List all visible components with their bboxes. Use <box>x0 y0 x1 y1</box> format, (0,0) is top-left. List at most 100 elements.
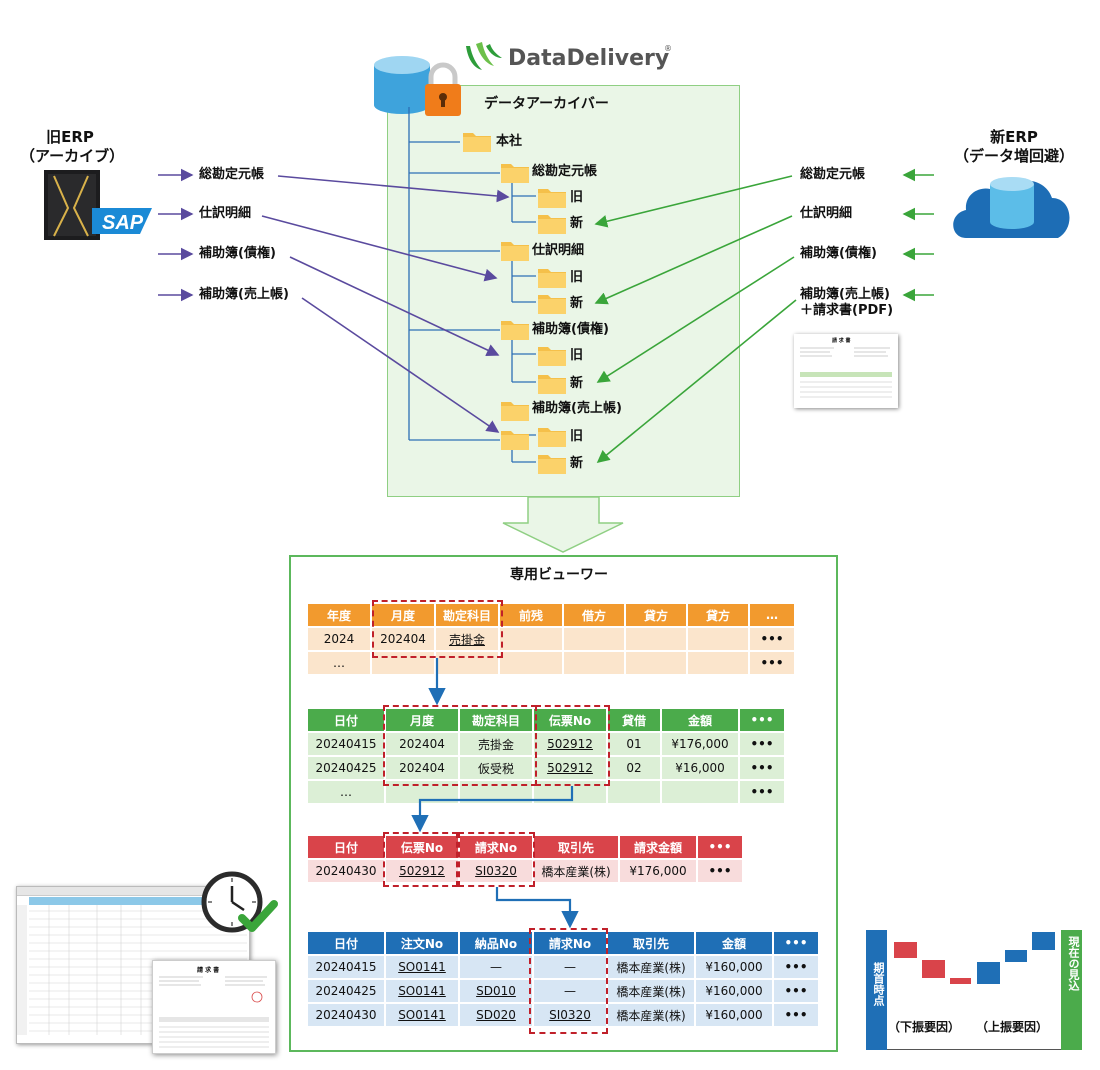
folder-icon <box>538 269 566 288</box>
table-cell <box>564 628 624 650</box>
folder-icon <box>538 455 566 474</box>
table-cell <box>688 628 748 650</box>
table-header: 金額 <box>662 709 738 731</box>
table-cell: ••• <box>740 757 784 779</box>
flow-arrows <box>158 168 934 553</box>
table-cell <box>534 781 606 803</box>
order-table: 日付 注文No 納品No 請求No 取引先 金額 ••• 20240415 SO… <box>306 930 820 1028</box>
table-cell: 02 <box>608 757 660 779</box>
table-cell-link[interactable]: 502912 <box>534 757 606 779</box>
table-cell: ••• <box>740 781 784 803</box>
invoice-lines-icon <box>800 347 892 398</box>
folder-icon <box>538 428 566 447</box>
table-cell: 202404 <box>386 733 458 755</box>
folder-icon <box>501 242 529 261</box>
table-row: … ••• <box>308 781 784 803</box>
table-header: 勘定科目 <box>460 709 532 731</box>
archiver-title: データアーカイバー <box>484 96 609 112</box>
brand-reg-mark: ® <box>664 44 672 53</box>
table-cell-link[interactable]: SI0320 <box>460 860 532 882</box>
ledger-summary-table: 年度 月度 勘定科目 前残 借方 貸方 貸方 … 2024 202404 売掛金… <box>306 602 796 676</box>
invoice-thumbnail: 請 求 書 <box>794 334 898 408</box>
down-arrow-icon <box>502 496 624 553</box>
down-factor-label: （下振要因） <box>888 1020 961 1034</box>
table-cell-link[interactable]: SI0320 <box>534 1004 606 1026</box>
folder-icon <box>501 321 529 340</box>
table-cell: ••• <box>774 980 818 1002</box>
table-header: 月度 <box>386 709 458 731</box>
table-header: 年度 <box>308 604 370 626</box>
table-header: 借方 <box>564 604 624 626</box>
old-item-sales: 補助簿(売上帳) <box>199 287 289 302</box>
table-cell-link[interactable]: SD010 <box>460 980 532 1002</box>
table-header: ••• <box>774 932 818 954</box>
folder-icon <box>463 133 491 152</box>
datadelivery-logo: DataDelivery ® <box>458 40 678 76</box>
table-header: ••• <box>698 836 742 858</box>
table-cell: 橋本産業(株) <box>608 956 694 978</box>
table-header: 納品No <box>460 932 532 954</box>
folder-label-ledger: 総勘定元帳 <box>532 164 598 179</box>
table-cell: 20240430 <box>308 860 384 882</box>
highlight-box <box>372 600 503 658</box>
table-cell-link[interactable]: SO0141 <box>386 1004 458 1026</box>
folder-old-label: 旧 <box>570 270 584 285</box>
brand-name: DataDelivery <box>508 46 670 71</box>
table-cell: ¥176,000 <box>662 733 738 755</box>
table-cell: 202404 <box>372 628 434 650</box>
table-cell: … <box>308 652 370 674</box>
table-cell-link[interactable]: 502912 <box>386 860 458 882</box>
old-erp-title: 旧ERP （アーカイブ） <box>20 128 125 165</box>
table-cell-link[interactable]: 売掛金 <box>436 628 498 650</box>
table-cell-link[interactable]: SO0141 <box>386 980 458 1002</box>
table-cell: ¥16,000 <box>662 757 738 779</box>
table-header: 伝票No <box>386 836 458 858</box>
table-cell: — <box>534 980 606 1002</box>
invoice-document: 請 求 書 <box>152 960 276 1054</box>
table-header: 日付 <box>308 709 384 731</box>
folder-icon <box>538 295 566 314</box>
table-cell <box>500 652 562 674</box>
table-cell: 20240430 <box>308 1004 384 1026</box>
folder-icon <box>538 375 566 394</box>
invoice-title: 請 求 書 <box>832 338 851 344</box>
table-header: 取引先 <box>534 836 618 858</box>
new-item-journal: 仕訳明細 <box>800 206 853 221</box>
folder-label-journal: 仕訳明細 <box>532 243 585 258</box>
table-cell: 20240415 <box>308 733 384 755</box>
table-cell <box>386 781 458 803</box>
waterfall-chart: 期首時点 現在の見込 （下振要因） （上振要因） <box>866 930 1082 1050</box>
viewer-title: 専用ビューワー <box>510 567 608 583</box>
folder-icon <box>501 431 529 450</box>
folder-old-label: 旧 <box>570 190 584 205</box>
end-bar-label: 現在の見込 <box>1067 936 1080 991</box>
new-item-ledger: 総勘定元帳 <box>800 167 866 182</box>
table-cell: 01 <box>608 733 660 755</box>
table-cell: — <box>460 956 532 978</box>
new-item-sales: 補助簿(売上帳) ＋請求書(PDF) <box>800 287 894 318</box>
start-bar-label: 期首時点 <box>872 962 885 1006</box>
table-row: 20240430 SO0141 SD020 SI0320 橋本産業(株) ¥16… <box>308 1004 818 1026</box>
table-cell: 売掛金 <box>460 733 532 755</box>
end-bar <box>1061 930 1082 1050</box>
folder-old-label: 旧 <box>570 348 584 363</box>
table-cell-link[interactable]: SD020 <box>460 1004 532 1026</box>
table-cell <box>608 781 660 803</box>
table-cell: ¥160,000 <box>696 1004 772 1026</box>
table-header-row: 日付 注文No 納品No 請求No 取引先 金額 ••• <box>308 932 818 954</box>
folder-root-label: 本社 <box>496 134 523 149</box>
table-header: 貸方 <box>688 604 748 626</box>
invoice-doc-title: 請 求 書 <box>197 967 220 974</box>
start-bar <box>866 930 887 1050</box>
up-factor-bar <box>977 962 1000 984</box>
table-header: 金額 <box>696 932 772 954</box>
table-cell <box>662 781 738 803</box>
table-row: … ••• <box>308 652 794 674</box>
lock-icon <box>422 62 464 122</box>
table-cell: 橋本産業(株) <box>608 1004 694 1026</box>
table-cell-link[interactable]: 502912 <box>534 733 606 755</box>
table-header: 注文No <box>386 932 458 954</box>
table-cell-link[interactable]: SO0141 <box>386 956 458 978</box>
table-cell: ••• <box>750 652 794 674</box>
new-item-receivables: 補助簿(債権) <box>800 246 877 261</box>
